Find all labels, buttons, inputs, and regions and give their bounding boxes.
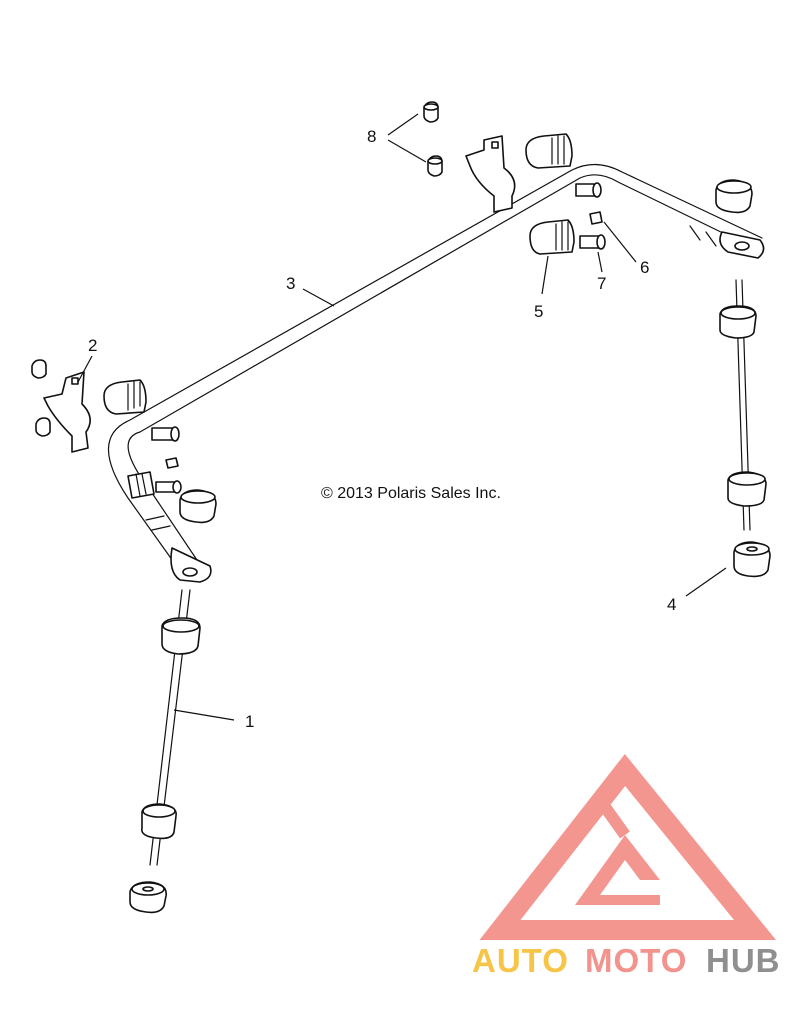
callouts: 1 2 3 4 5 6 7 8 <box>88 127 676 731</box>
callout-7: 7 <box>597 274 606 293</box>
upper-clamp <box>465 135 516 213</box>
callout-2: 2 <box>88 336 97 355</box>
left-clamp <box>31 359 91 453</box>
logo-word-auto: AUTO <box>472 942 569 979</box>
logo-inner-mark <box>575 835 660 905</box>
upper-bushing-block <box>525 133 573 169</box>
callout-1: 1 <box>245 712 254 731</box>
automotohub-logo: AUTO MOTO HUB <box>472 753 781 979</box>
callout-5: 5 <box>534 302 543 321</box>
callout-4: 4 <box>667 595 676 614</box>
sway-bar <box>107 163 765 583</box>
callout-6: 6 <box>640 258 649 277</box>
left-lower-bushing <box>127 471 155 499</box>
logo-word-hub: HUB <box>706 942 781 979</box>
right-link-rod <box>719 279 767 531</box>
left-bushing-block <box>103 379 147 415</box>
logo-word-moto: MOTO <box>585 942 687 979</box>
callout-3: 3 <box>286 274 295 293</box>
part-5-bushing <box>529 219 575 255</box>
part-6-nut <box>589 211 603 225</box>
grommet-right <box>733 541 771 578</box>
callout-8: 8 <box>367 127 376 146</box>
upper-bolt <box>575 182 602 198</box>
part-8-nuts <box>423 101 443 177</box>
grommet-right-upper <box>715 179 753 214</box>
logo-m-stroke <box>555 789 630 859</box>
grommet-left-upper <box>179 489 217 524</box>
part-7-bolt <box>579 234 606 250</box>
left-link-rod <box>129 589 201 914</box>
leader-lines <box>77 113 727 721</box>
copyright-text: © 2013 Polaris Sales Inc. <box>321 485 501 502</box>
left-bolts <box>151 426 182 494</box>
